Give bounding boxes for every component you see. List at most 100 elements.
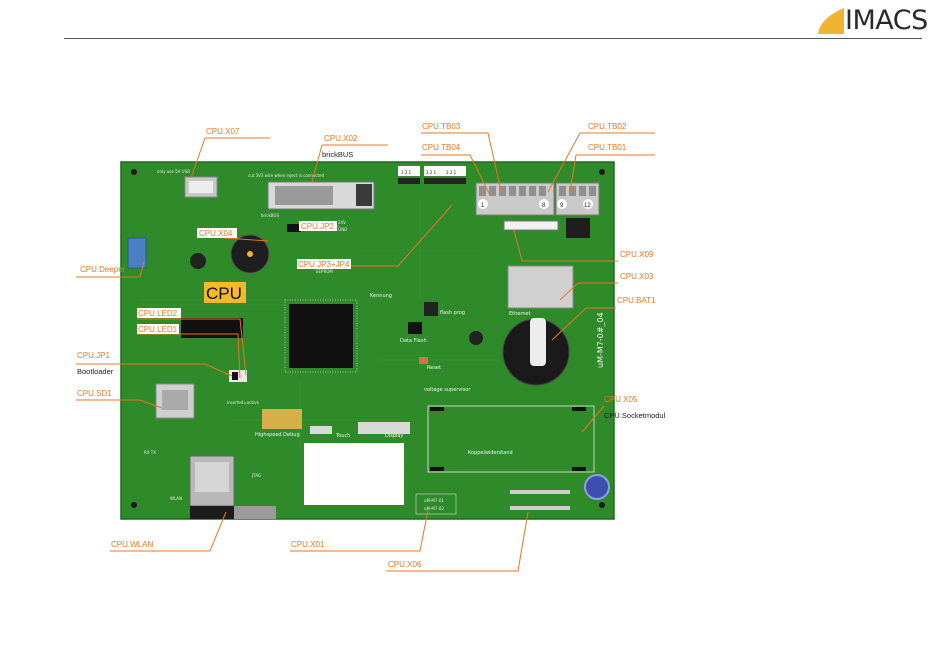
- label-cpu-x05: CPU.X05: [604, 395, 638, 404]
- label-cpu-wlan: CPU.WLAN: [111, 540, 153, 549]
- deeper-connector: [127, 237, 147, 269]
- label-socketmodul: CPU.Socketmodul: [604, 411, 666, 420]
- x01-mark-1: uM-M7-01: [424, 498, 444, 503]
- sd-card-inner: [162, 390, 188, 410]
- header-rule: [64, 38, 922, 39]
- touch-silk: Touch: [335, 433, 350, 439]
- label-jp3jp4-box: [297, 259, 351, 269]
- label-cpu-sd1: CPU.SD1: [77, 389, 112, 398]
- board-cutout: [304, 443, 404, 505]
- data-flash-silk: Data Flash: [400, 338, 427, 344]
- wlan-antenna-ext: [234, 506, 276, 519]
- label-cpu-tb01: CPU.TB01: [588, 143, 627, 152]
- pcb-traces: [140, 200, 600, 471]
- sdram-chip: [181, 318, 243, 338]
- highspeed-debug-silk: Highspeed Debug: [255, 432, 300, 438]
- label-cpu-jp3jp4: CPU.JP3+JP4: [298, 260, 350, 269]
- inductor: [190, 253, 206, 269]
- label-cpu-x03: CPU.X03: [620, 272, 654, 281]
- tb-pin-marker-8: [539, 199, 549, 209]
- kennung-silk: Kennung: [370, 293, 392, 299]
- label-cpu-led1: CPU.LED1: [138, 325, 178, 334]
- ethernet-silk: Ethernet: [509, 311, 531, 317]
- reset-silk: Reset: [427, 365, 441, 371]
- label-cpu-deeper: CPU.Deeper: [80, 265, 126, 274]
- socket-header-2: [572, 407, 586, 411]
- label-cpu-tb02: CPU.TB02: [588, 122, 627, 131]
- x01-mark-2: uM-M7-02: [424, 506, 444, 511]
- label-cpu-x02: CPU.X02: [324, 134, 358, 143]
- cpu-pins: [284, 299, 358, 373]
- label-cpu-led2: CPU.LED2: [138, 309, 178, 318]
- socket-header-1: [430, 407, 444, 411]
- tb-pin-marker-1: [478, 199, 488, 209]
- imacs-logo: IMACS: [818, 5, 928, 36]
- jp2-jumper: [287, 224, 301, 232]
- inserted-active-silk: inserted=active: [227, 400, 259, 405]
- tb-pin-marker-9: [557, 199, 567, 209]
- display-silk: Display: [385, 433, 403, 439]
- x09-header: [503, 220, 559, 231]
- socket-header-4: [572, 467, 586, 471]
- x06-pin-header: [510, 490, 570, 510]
- v24-silk: 24V: [338, 220, 346, 225]
- label-led2-box: [137, 308, 181, 318]
- jtag-silk: JTAG: [251, 473, 261, 478]
- koppelwiderstand-silk: Koppelwiderstand: [468, 450, 513, 456]
- wlan-shield: [195, 462, 229, 492]
- label-cpu-jp1: CPU.JP1: [77, 351, 110, 360]
- relay: [566, 218, 590, 238]
- label-cpu-x04: CPU.X04: [199, 229, 233, 238]
- highspeed-debug-connector: [262, 409, 302, 429]
- x01-connector: [415, 493, 457, 515]
- capacitor: [469, 331, 483, 345]
- tb-pin-marker-12: [583, 199, 593, 209]
- board-id-silk: uM-M7-0#_04: [596, 312, 605, 368]
- tb-number-9: 9: [560, 203, 564, 209]
- usb-note: only use 5V USB: [157, 169, 190, 174]
- tb-number-12: 12: [584, 203, 591, 209]
- label-bootloader: Bootloader: [77, 367, 114, 376]
- gnd-silk: GND: [338, 227, 347, 232]
- flash-prog-header: [424, 302, 438, 316]
- socket-header-3: [430, 467, 444, 471]
- wlan-antenna-area: [190, 506, 234, 519]
- brickbus-silk: brickBUS: [261, 213, 279, 218]
- logo-text: IMACS: [845, 5, 928, 36]
- jumper-mark-2: 3 2 1: [426, 170, 437, 175]
- data-flash-chip: [408, 322, 422, 334]
- reset-button[interactable]: [419, 357, 428, 364]
- label-cpu: CPU: [206, 284, 242, 303]
- touch-connector: [310, 426, 332, 434]
- eeprom-silk: EEPROM: [316, 269, 333, 274]
- flash-prog-silk: flash prog: [440, 310, 465, 316]
- cut-note: cut 3V3 wire when inject is connected: [248, 173, 325, 178]
- brickbus-latch: [356, 184, 372, 206]
- coin-cell-dot: [247, 251, 253, 257]
- cpu-chip: [289, 304, 353, 368]
- label-cpu-box: [204, 282, 246, 303]
- jumper-mark-1: 3 2 1: [401, 170, 412, 175]
- tb-number-1: 1: [481, 203, 485, 209]
- brickbus-socket: [275, 186, 333, 205]
- label-jp2-box: [299, 221, 337, 231]
- mounting-holes: [131, 169, 605, 508]
- label-cpu-jp2: CPU.JP2: [301, 222, 334, 231]
- label-led1-box: [137, 324, 179, 334]
- ethernet-x03: [507, 265, 574, 309]
- terminal-slots: [479, 186, 596, 196]
- jumper-mark-3: 3 2 1: [446, 170, 457, 175]
- label-cpu-x07: CPU.X07: [206, 127, 240, 136]
- pcb-board-edge: [120, 161, 615, 520]
- label-cpu-tb04: CPU.TB04: [422, 143, 461, 152]
- label-cpu-x09: CPU.X09: [620, 250, 654, 259]
- label-cpu-x01: CPU.X01: [291, 540, 325, 549]
- usb-port: [189, 181, 213, 193]
- voltage-supervisor-silk: voltage supervisor: [424, 387, 471, 393]
- label-cpu-tb03: CPU.TB03: [422, 122, 461, 131]
- supercap: [584, 474, 610, 500]
- display-connector: [358, 422, 410, 434]
- jumper-headers: [398, 166, 466, 184]
- label-cpu-x06: CPU.X06: [388, 560, 422, 569]
